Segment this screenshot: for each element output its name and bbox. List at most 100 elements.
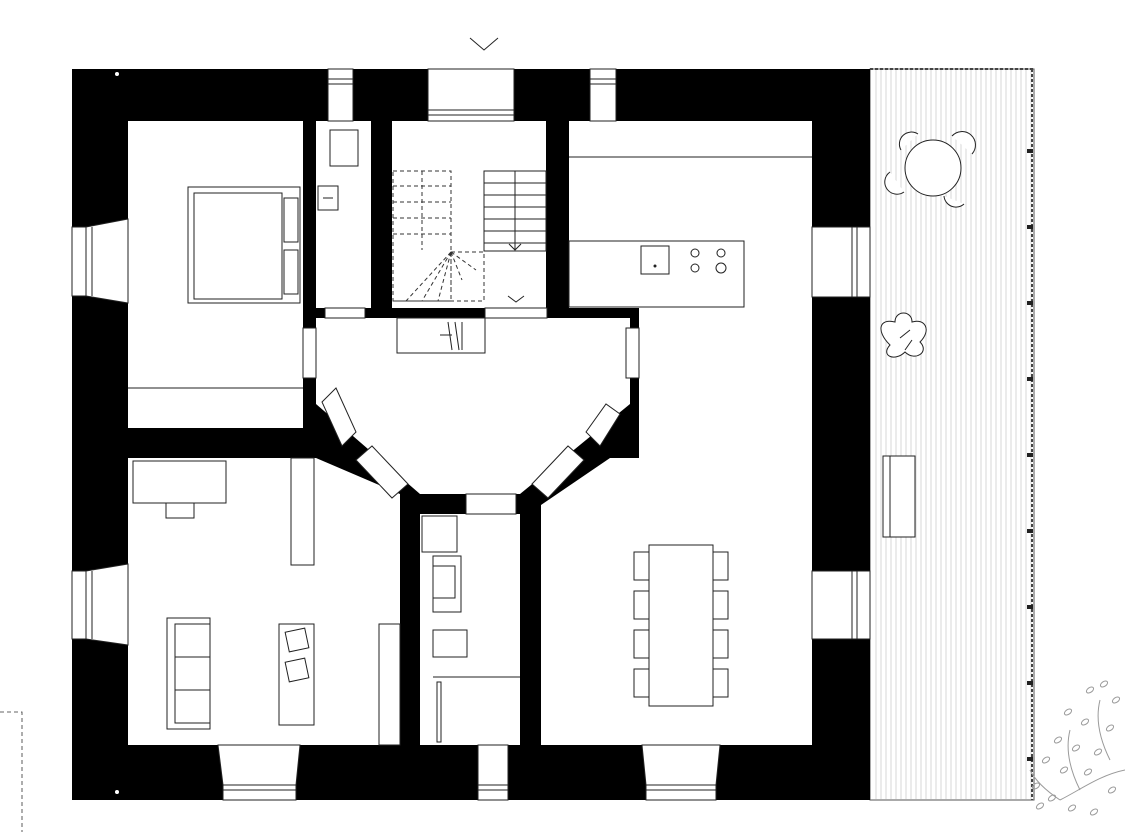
door-hall-nw — [321, 387, 357, 447]
double-bed — [187, 186, 301, 304]
tree-leaf — [1105, 724, 1115, 732]
dining-chair — [712, 590, 729, 620]
window-left-2 — [71, 563, 129, 646]
window-bottom-1 — [217, 744, 301, 801]
railing-post — [1027, 453, 1033, 457]
stair-winder — [421, 251, 452, 302]
cooktop — [690, 248, 727, 274]
dining-table — [648, 544, 714, 707]
desk — [132, 460, 227, 504]
door-hall-se — [531, 445, 585, 499]
door-kitchen — [625, 327, 640, 379]
terrace-furniture — [880, 131, 976, 538]
living-room — [132, 457, 401, 746]
chevron-down-icon — [469, 37, 499, 51]
shelving — [432, 555, 462, 613]
door-stair-hall — [484, 307, 548, 319]
tree-leaf — [1093, 748, 1103, 756]
stair-up — [483, 170, 547, 252]
railing-post — [1027, 301, 1033, 305]
tree-leaf — [1059, 766, 1069, 774]
stair-hall — [392, 170, 547, 303]
railing-post — [1027, 377, 1033, 381]
hall-bench — [396, 317, 486, 354]
dining-chair — [712, 668, 729, 698]
dining-chair — [633, 629, 650, 659]
railing-post — [1027, 149, 1033, 153]
stair-winder — [450, 251, 477, 271]
door-hall-ne — [585, 403, 621, 447]
walls — [72, 69, 870, 800]
railing-post — [1027, 757, 1033, 761]
railing-post — [1027, 605, 1033, 609]
tree-leaf — [1085, 686, 1095, 694]
window-left-1 — [71, 218, 129, 304]
tree-leaf — [1099, 680, 1109, 688]
window-right-2 — [811, 570, 871, 640]
tree-leaves — [1031, 680, 1121, 816]
side-cabinet — [378, 623, 401, 746]
stair-winder — [437, 251, 452, 302]
dining-chair — [633, 590, 650, 620]
double-bed-mattress — [193, 192, 283, 300]
tree-leaf — [1035, 802, 1045, 810]
chairs — [633, 551, 729, 698]
tree-leaf — [1047, 794, 1057, 802]
window-top-1 — [327, 68, 354, 122]
desk-chair — [165, 502, 195, 519]
central-hall — [396, 317, 486, 354]
tree-leaf — [1107, 786, 1117, 794]
bed-pillow — [283, 197, 299, 243]
door-bathroom — [324, 307, 366, 319]
tree-leaf — [1063, 708, 1073, 716]
stair-winder — [450, 251, 463, 281]
stair-down — [392, 170, 485, 302]
window-top-3 — [589, 68, 617, 122]
bedroom — [128, 186, 303, 389]
dining-chair — [633, 668, 650, 698]
wall-marker — [115, 790, 119, 794]
round-table — [884, 131, 976, 208]
dining-chair — [712, 629, 729, 659]
kitchen — [568, 156, 812, 308]
tree-leaf — [1041, 756, 1051, 764]
window-top-entrance — [427, 68, 515, 122]
windows — [71, 68, 871, 801]
tree-leaf — [1111, 696, 1121, 704]
railing-post — [1027, 681, 1033, 685]
window-bottom-3 — [641, 744, 721, 801]
dining-chair — [633, 551, 650, 581]
dining-chair — [712, 551, 729, 581]
stair-arrow-head — [508, 243, 522, 251]
bathroom — [317, 129, 359, 211]
bed-pillow — [283, 249, 299, 295]
wall-marker — [115, 72, 119, 76]
door-utility — [465, 493, 517, 515]
terrace-railing-posts — [1027, 149, 1033, 761]
dining — [633, 544, 729, 707]
utility-door-leaf — [436, 681, 442, 743]
stair-winder-edge — [393, 251, 485, 302]
window-right-1 — [811, 226, 871, 298]
window-bottom-2 — [477, 744, 509, 801]
washer — [421, 515, 458, 553]
door-hall-sw — [355, 445, 409, 499]
tree-leaf — [1053, 736, 1063, 744]
tree-leaf — [1089, 808, 1099, 816]
neighbour-outline — [0, 711, 23, 832]
tree — [1029, 680, 1125, 816]
railing-post — [1027, 529, 1033, 533]
tree-leaf — [1031, 782, 1041, 790]
door-bedroom — [302, 327, 317, 379]
utility — [421, 515, 520, 743]
toilet — [329, 129, 359, 167]
stair-winder — [405, 251, 452, 302]
railing-post — [1027, 225, 1033, 229]
chevron-down-icon — [507, 295, 525, 303]
sink — [317, 185, 339, 211]
coffee-table — [278, 623, 315, 726]
sofa — [166, 617, 211, 730]
tree-leaf — [1071, 744, 1081, 752]
tree-leaf — [1083, 768, 1093, 776]
